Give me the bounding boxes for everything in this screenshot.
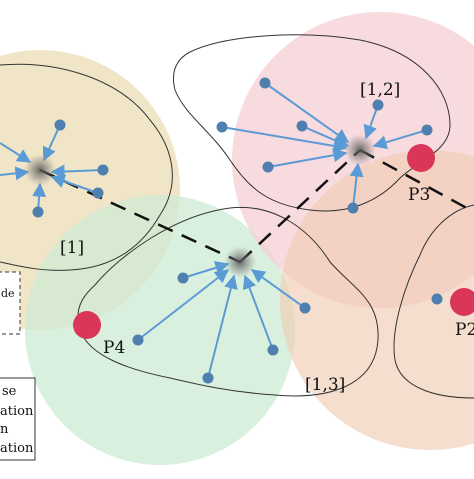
cluster-contour-2 — [393, 204, 474, 399]
arrow — [301, 125, 350, 148]
link-hub2-right — [359, 148, 474, 214]
arrow — [363, 104, 379, 140]
arrow — [264, 82, 350, 143]
arrow — [50, 174, 99, 194]
node — [299, 302, 311, 314]
node — [296, 120, 308, 132]
arrow — [349, 162, 364, 209]
label-cluster-1: [1] — [60, 238, 84, 258]
arrow — [0, 142, 32, 163]
node — [92, 187, 104, 199]
node — [216, 121, 228, 133]
arrow — [50, 164, 104, 179]
arrow — [137, 269, 230, 341]
node — [347, 202, 359, 214]
cluster-contour-1-2 — [173, 34, 451, 212]
hub-cluster-1-2 — [344, 134, 376, 166]
cluster-contour-1 — [0, 63, 173, 271]
node — [421, 124, 433, 136]
arrows-cluster-1-3 — [137, 261, 306, 379]
node — [177, 272, 189, 284]
arrow — [0, 166, 30, 181]
legend-box-text: de — [1, 287, 15, 300]
arrow — [372, 129, 428, 150]
label-p4: P4 — [103, 338, 125, 358]
arrows-cluster-1-2 — [221, 82, 428, 209]
cluster-contour-1-3 — [77, 206, 379, 397]
node — [132, 334, 144, 346]
hub-cluster-1-3 — [224, 246, 256, 278]
node — [431, 293, 443, 305]
label-p2: P2 — [455, 320, 474, 340]
label-cluster-1-3: [1,3] — [305, 375, 345, 395]
anchor-node-p2 — [450, 288, 474, 316]
node — [259, 77, 271, 89]
legend-box-bottom — [0, 377, 36, 461]
nodes — [32, 77, 443, 384]
hub-cluster-1 — [24, 154, 56, 186]
arrows-cluster-1 — [0, 124, 104, 213]
legend-item-4: ation — [0, 441, 34, 456]
legend-item-3: n — [0, 422, 9, 437]
node — [267, 344, 279, 356]
node — [262, 161, 274, 173]
node — [54, 119, 66, 131]
link-hub3-hub2 — [239, 149, 361, 263]
legend-box-top — [0, 271, 21, 335]
anchor-node-p3 — [407, 144, 435, 172]
arrow — [182, 261, 230, 279]
anchor-node-p4 — [73, 311, 101, 339]
arrow — [221, 126, 348, 153]
label-p3: P3 — [408, 185, 430, 205]
node — [32, 206, 44, 218]
node — [202, 372, 214, 384]
node — [97, 164, 109, 176]
arrow — [250, 269, 306, 309]
coverage-circle-peach — [280, 150, 474, 450]
arrow — [267, 148, 348, 168]
label-cluster-1-2: [1,2] — [360, 80, 400, 100]
arrow — [242, 274, 274, 351]
legend-item-1: se — [2, 384, 17, 399]
legend-item-2: ation — [0, 404, 34, 419]
arrow — [42, 124, 61, 162]
arrow — [207, 274, 238, 379]
node — [372, 99, 384, 111]
